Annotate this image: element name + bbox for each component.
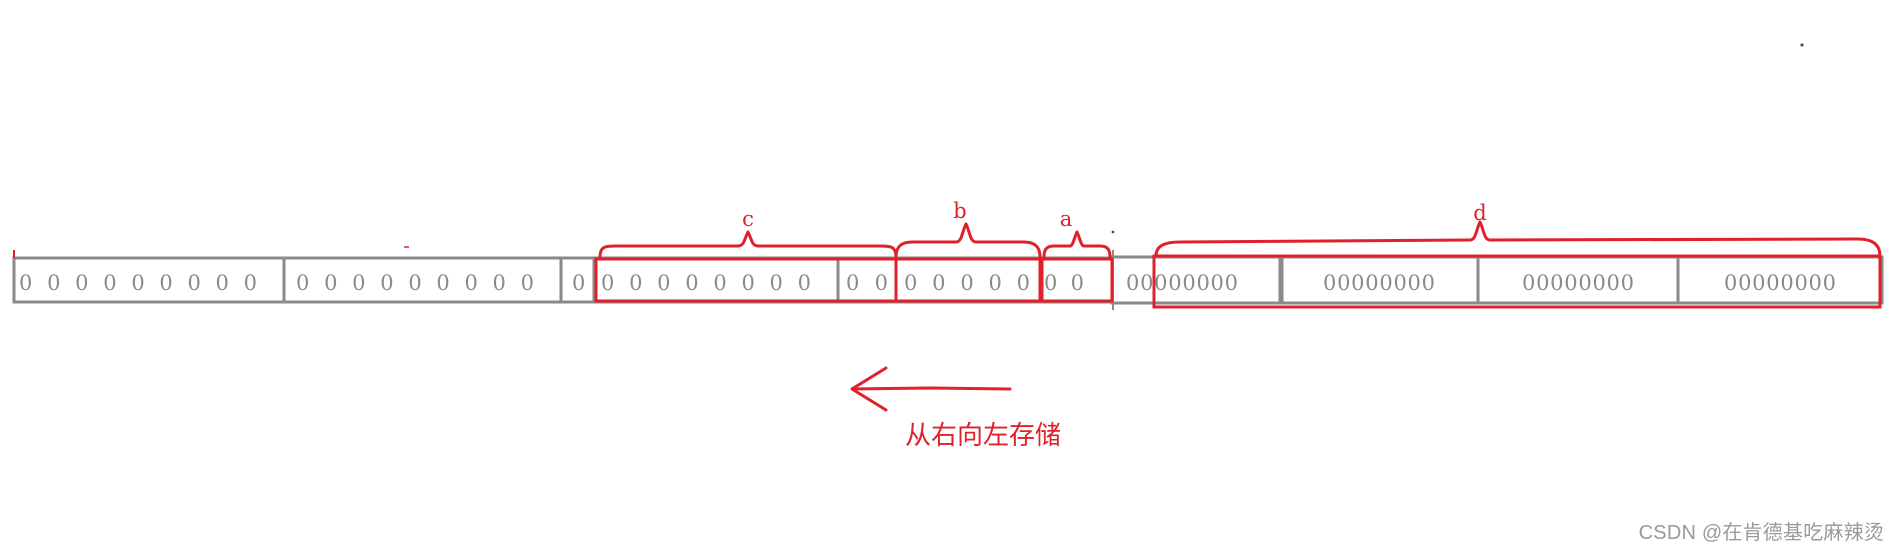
group-labels: c b a d: [742, 199, 1487, 231]
cell-text: 0 0: [846, 271, 888, 295]
brace-b: [894, 222, 1042, 259]
cell-texts: 0 0 0 0 0 0 0 0 0 0 0 0 0 0 0 0 0 0 0 0 …: [19, 271, 1836, 295]
cell-text: 0 0: [1044, 271, 1084, 295]
watermark: CSDN @在肯德基吃麻辣烫: [1638, 522, 1884, 544]
cell-text: 0: [572, 271, 585, 295]
group-label-d: d: [1473, 201, 1486, 225]
cell-text: 00000000: [1126, 271, 1238, 295]
arrow-head: [850, 366, 888, 412]
highlight-box-b: [894, 257, 1042, 303]
cell-text: 00000000: [1522, 271, 1634, 295]
cell-text: 0 0 0 0 0 0 0 0 0: [19, 271, 257, 295]
group-braces: [598, 220, 1882, 259]
cell-text: 00000000: [1724, 271, 1836, 295]
highlight-boxes: [594, 254, 1882, 309]
brace-c: [598, 230, 898, 259]
stray-dot: [1800, 43, 1804, 47]
group-label-a: a: [1060, 207, 1073, 231]
cell-text: 0 0 0 0 0 0 0 0: [601, 271, 811, 295]
arrow-shaft: [850, 386, 1012, 391]
cell-text: 0 0 0 0 0 0 0 0 0: [296, 271, 534, 295]
stray-dot: [1111, 230, 1115, 234]
brace-a: [1042, 230, 1112, 259]
cell-text: 0 0 0 0 0: [904, 271, 1030, 295]
direction-arrow: [850, 366, 1012, 412]
group-label-c: c: [742, 207, 754, 231]
highlight-box-d: [1152, 254, 1882, 309]
brace-d: [1154, 220, 1882, 258]
highlight-box-a: [1040, 257, 1114, 303]
group-label-b: b: [953, 199, 966, 223]
direction-caption: 从右向左存储: [905, 421, 1061, 451]
cell-text: 00000000: [1323, 271, 1435, 295]
